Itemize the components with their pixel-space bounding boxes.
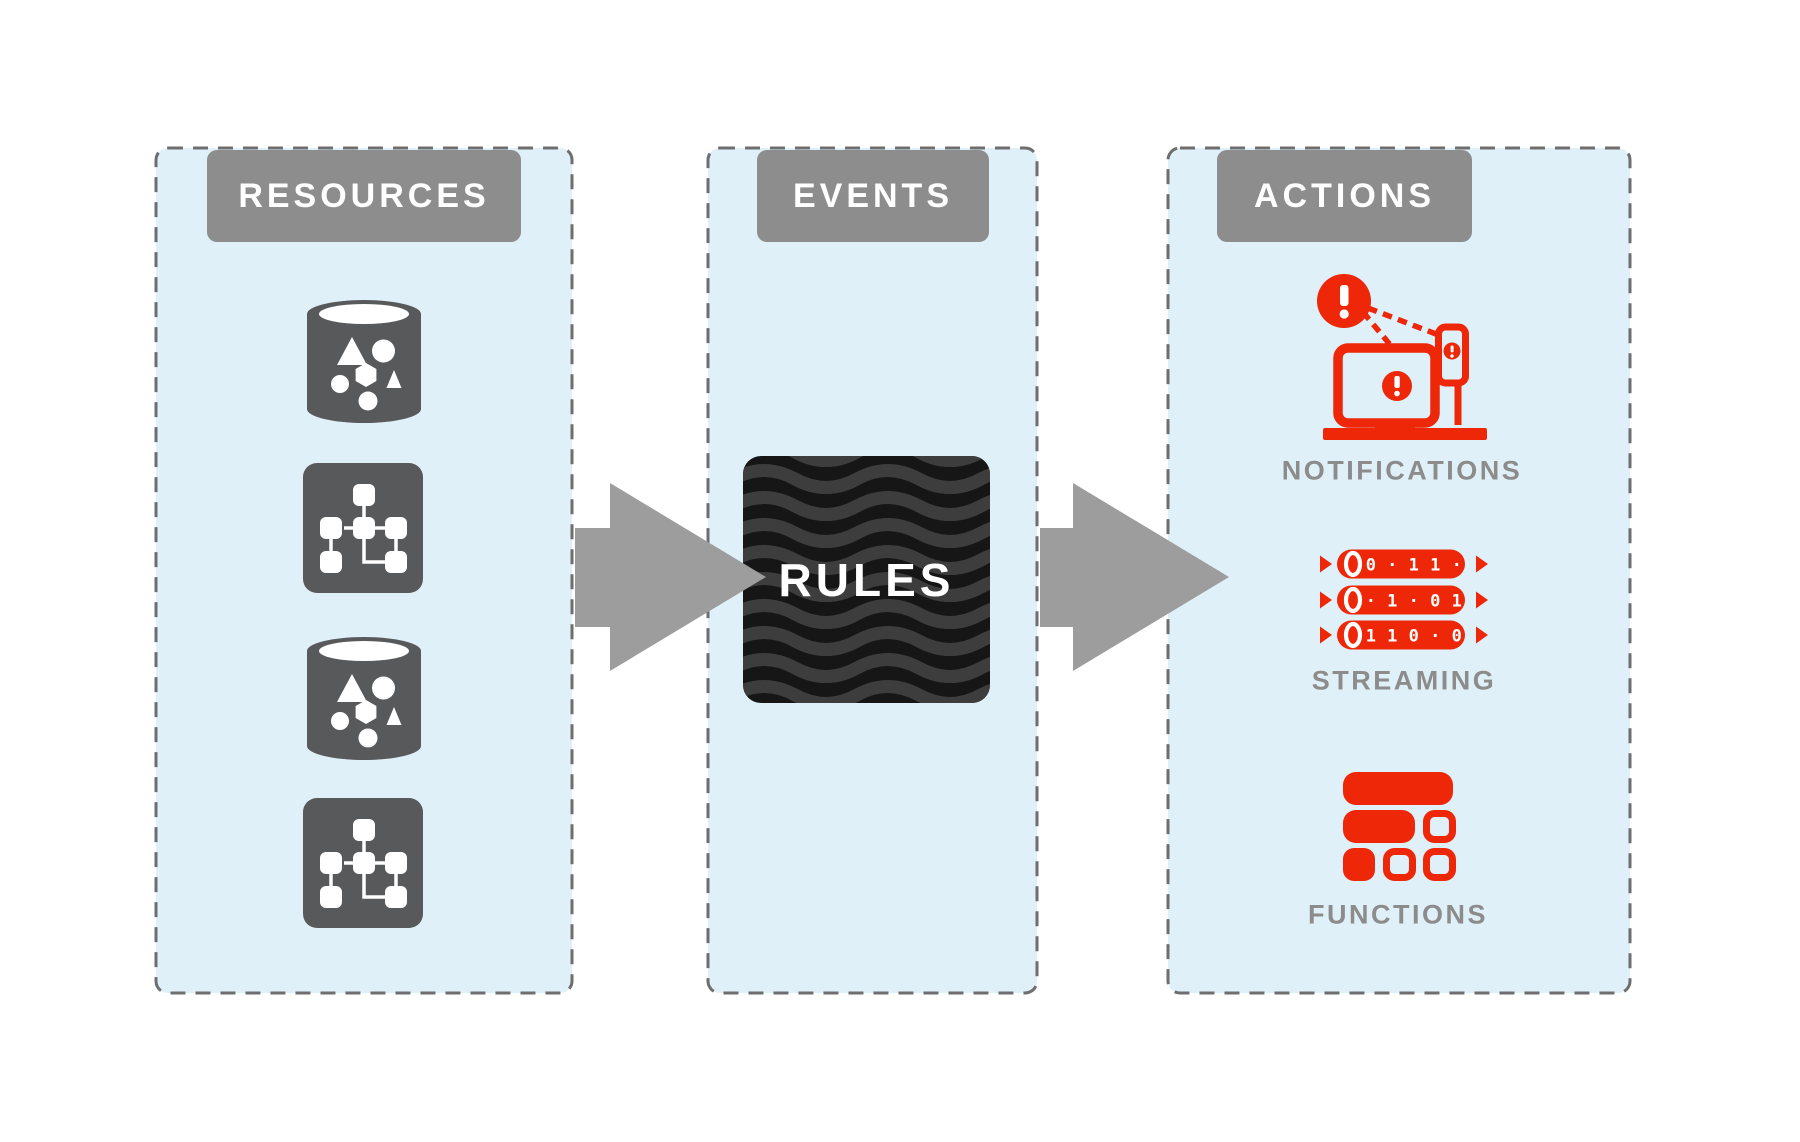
bits-row-3: 1 1 0 · 0	[1366, 627, 1463, 647]
bits-row-1: 0 · 1 1 ·	[1366, 556, 1463, 576]
binary-stream-icon: 0 · 1 1 · · 1 · 0 1 1 1 0 · 0	[1320, 549, 1488, 650]
alert-devices-icon	[1317, 274, 1487, 440]
actions-header: ACTIONS	[1217, 150, 1472, 242]
notifications-label: NOTIFICATIONS	[1281, 455, 1523, 486]
events-header: EVENTS	[757, 150, 989, 242]
database-icon	[307, 637, 421, 760]
streaming-label: STREAMING	[1311, 665, 1497, 696]
function-blocks-icon	[1343, 772, 1456, 881]
rules-label: RULES	[778, 553, 955, 606]
waves-pattern	[743, 456, 990, 703]
rules-box: RULES	[743, 456, 990, 703]
bits-row-2: · 1 · 0 1	[1366, 592, 1463, 612]
database-icon	[307, 300, 421, 423]
schema-icon	[303, 463, 423, 593]
resources-header: RESOURCES	[207, 150, 521, 242]
schema-icon	[303, 798, 423, 928]
functions-label: FUNCTIONS	[1308, 899, 1488, 930]
